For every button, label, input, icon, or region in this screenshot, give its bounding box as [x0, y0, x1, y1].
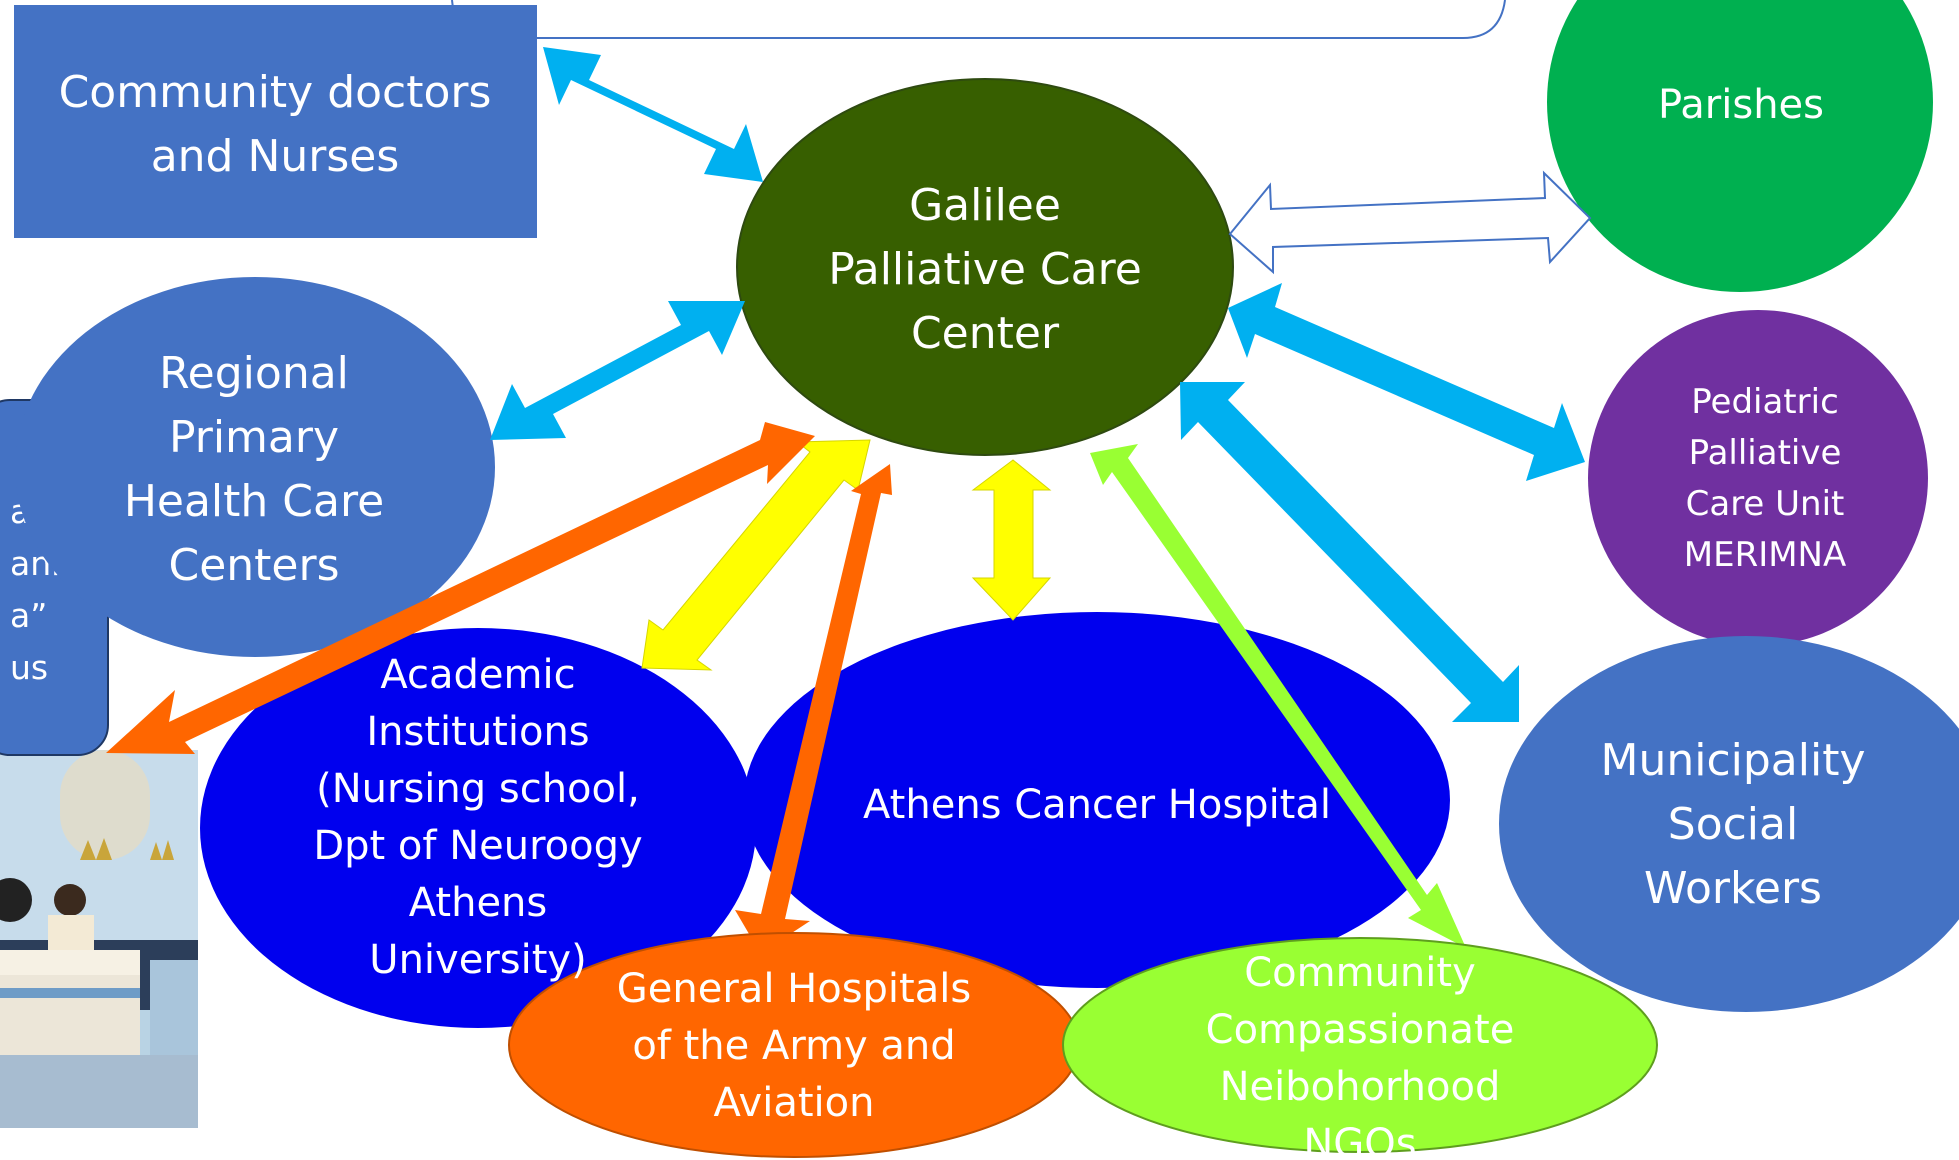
arrow-galilee-athens-cancer [971, 459, 1052, 621]
arrow-galilee-pediatric [1228, 283, 1585, 481]
arrow-galilee-photo [106, 422, 815, 754]
municipality-label-line: Municipality [1600, 735, 1865, 786]
node-athens-cancer [744, 612, 1450, 988]
svg-text:Parishes: Parishes [1658, 82, 1824, 128]
galilee-label-line: Palliative Care [828, 244, 1142, 295]
regional-label-line: Centers [168, 540, 339, 591]
arrow-galilee-general-hospitals [735, 464, 892, 944]
node-parishes: Parishes [1547, 0, 1933, 292]
athens-cancer-label-line: Athens Cancer Hospital [863, 782, 1331, 828]
pediatric-label-line: MERIMNA [1684, 535, 1847, 575]
galilee-label-line: Galilee [909, 180, 1061, 231]
pediatric-label-line: Palliative [1689, 433, 1842, 473]
general-hospitals-label-line: Aviation [714, 1080, 875, 1126]
academic-label-line: Academic [380, 652, 575, 698]
arrow-galilee-parishes [1228, 170, 1592, 275]
partial-box-label-line: a” [10, 596, 47, 635]
academic-label-line: Dpt of Neuroogy [313, 823, 642, 869]
community-compassionate-label-line: Compassionate [1206, 1007, 1515, 1053]
community-compassionate-label-line: NGOs [1303, 1121, 1416, 1160]
general-hospitals-label-line: of the Army and [632, 1023, 955, 1069]
top-bracket-line [451, 0, 1506, 39]
arrow-galilee-regional [490, 301, 745, 440]
node-community-doctors: Community doctors and Nurses [14, 5, 537, 238]
community-doctors-label-line: Community doctors [59, 67, 492, 118]
academic-label-line: University) [369, 937, 586, 983]
community-compassionate-label-line: Neibohorhood [1220, 1064, 1501, 1110]
arrow-galilee-municipality [1180, 382, 1519, 722]
academic-label-line: (Nursing school, [316, 766, 640, 812]
parishes-label-line: Parishes [1658, 82, 1824, 128]
academic-label-line: Athens [409, 880, 548, 926]
regional-label-line: Regional [159, 348, 349, 399]
regional-label-line: Health Care [124, 476, 384, 527]
pediatric-label-line: Care Unit [1686, 484, 1845, 524]
community-doctors-label-line: and Nurses [151, 131, 400, 182]
partial-box-label-line: us [10, 648, 48, 687]
municipality-label-line: Workers [1644, 863, 1822, 914]
arrow-galilee-academic [641, 439, 871, 671]
regional-label-line: Primary [169, 412, 339, 463]
athens-cancer-label: Athens Cancer Hospital [863, 782, 1331, 828]
node-academic [200, 628, 756, 1028]
arrow-galilee-community-doctors [543, 47, 763, 182]
photo-inset [0, 750, 198, 1128]
arrow-galilee-community-compassionate [1090, 444, 1466, 948]
community-compassionate-label-line: Community [1244, 950, 1476, 996]
municipality-label-line: Social [1668, 799, 1798, 850]
pediatric-label-line: Pediatric [1691, 382, 1839, 422]
galilee-label-line: Center [911, 308, 1060, 359]
academic-label-line: Institutions [366, 709, 589, 755]
general-hospitals-label-line: General Hospitals [617, 966, 971, 1012]
